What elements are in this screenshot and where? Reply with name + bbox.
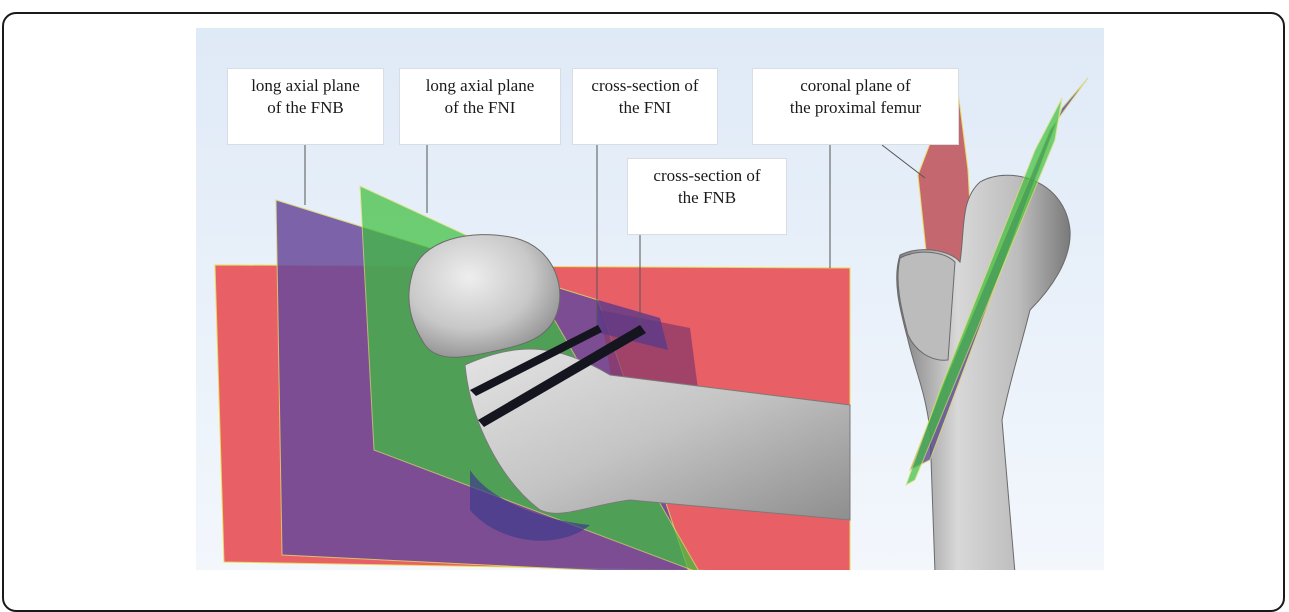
label-fnb-cross-line2: the FNB <box>638 187 776 209</box>
label-coronal-line2: the proximal femur <box>763 97 948 119</box>
label-coronal: coronal plane of the proximal femur <box>752 68 959 145</box>
label-fnb-axial-line1: long axial plane <box>238 75 373 97</box>
label-coronal-line1: coronal plane of <box>763 75 948 97</box>
label-fnb-axial: long axial plane of the FNB <box>227 68 384 145</box>
label-fnb-axial-line2: of the FNB <box>238 97 373 119</box>
label-fni-cross-line1: cross-section of <box>583 75 707 97</box>
label-fnb-cross: cross-section of the FNB <box>627 158 787 235</box>
label-fni-axial: long axial plane of the FNI <box>399 68 561 145</box>
label-fni-cross: cross-section of the FNI <box>572 68 718 145</box>
label-fni-axial-line1: long axial plane <box>410 75 550 97</box>
label-fnb-cross-line1: cross-section of <box>638 165 776 187</box>
label-fni-cross-line2: the FNI <box>583 97 707 119</box>
label-fni-axial-line2: of the FNI <box>410 97 550 119</box>
